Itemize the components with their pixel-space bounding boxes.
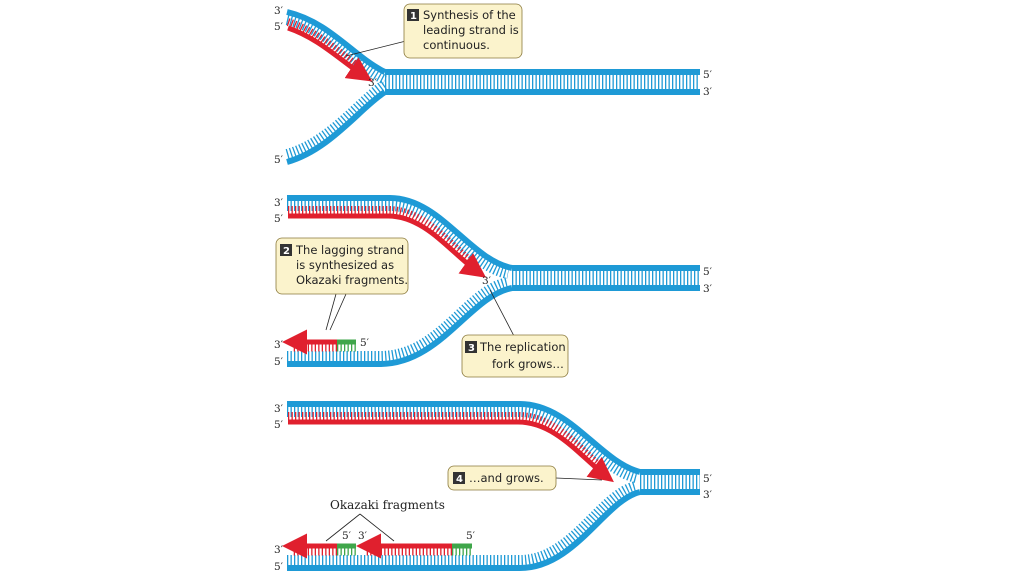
p3-label-fragment-3: 3′ xyxy=(358,530,368,542)
panel-3: 3′ 5′ 5′ 3′ 3′ 5′ 5′ 3′ 5′ Okazaki fragm… xyxy=(274,401,713,573)
lower-template-rungs xyxy=(287,481,638,565)
callout-1-number: 1 xyxy=(410,11,417,22)
p2-label-bottom-3: 3′ xyxy=(274,339,284,351)
p2-label-fork-3: 3′ xyxy=(482,275,492,287)
p1-label-top-3: 3′ xyxy=(274,5,284,17)
upper-template-rungs xyxy=(285,15,388,85)
callout-3-line-1: The replication xyxy=(479,340,566,354)
p1-label-right-5: 5′ xyxy=(703,69,713,81)
p1-label-right-3: 3′ xyxy=(703,86,713,98)
leading-strand-rungs xyxy=(288,206,477,268)
leading-strand xyxy=(288,213,487,278)
p2-label-top-3: 3′ xyxy=(274,197,284,209)
okazaki-pointer-1 xyxy=(325,513,361,542)
callout-1-line-1: Synthesis of the xyxy=(423,8,516,22)
upper-template-strand xyxy=(287,195,513,271)
leading-strand-rungs xyxy=(288,412,605,472)
callout-1-line-3: continuous. xyxy=(423,38,490,52)
p1-label-fork-3: 3′ xyxy=(368,77,378,89)
p2-label-primer-5: 5′ xyxy=(360,337,370,349)
leading-strand xyxy=(288,419,614,483)
callout-1: 1 Synthesis of the leading strand is con… xyxy=(345,3,523,59)
okazaki-fragments-label: Okazaki fragments xyxy=(330,498,445,512)
callout-1-badge xyxy=(407,9,419,21)
p3-label-right-5: 5′ xyxy=(703,473,713,485)
lower-template-strand xyxy=(286,89,387,165)
p1-label-bottom-5: 5′ xyxy=(274,154,284,166)
p3-label-bottom-5: 5′ xyxy=(274,561,284,573)
upper-template-strand xyxy=(287,401,641,475)
leading-strand xyxy=(287,25,373,82)
p2-label-right-5: 5′ xyxy=(703,266,713,278)
p3-label-fragment-5: 5′ xyxy=(342,530,352,542)
p3-label-right-3: 3′ xyxy=(703,489,713,501)
p3-label-bottom-3: 3′ xyxy=(274,544,284,556)
callout-4-number: 4 xyxy=(456,474,463,485)
callout-2-line-1: The lagging strand xyxy=(295,243,404,257)
lower-template-rungs xyxy=(285,79,388,159)
callout-4-badge xyxy=(453,472,465,484)
p3-label-fragment2-5: 5′ xyxy=(466,530,476,542)
leading-strand-rungs xyxy=(286,18,363,72)
callout-3-number: 3 xyxy=(468,343,475,354)
p2-label-top-5: 5′ xyxy=(274,213,284,225)
upper-template-strand xyxy=(286,9,387,75)
panel-2: 3′ 5′ 3′ 5′ 3′ 3′ 5′ 5′ 2 The lagging st… xyxy=(274,195,713,378)
callout-1-line-2: leading strand is xyxy=(423,23,519,37)
callout-4-line-1: …and grows. xyxy=(469,471,544,485)
callout-3: 3 The replication fork grows… xyxy=(461,289,569,378)
p1-label-top-5: 5′ xyxy=(274,21,284,33)
callout-2-line-2: is synthesized as xyxy=(296,258,394,272)
callout-2-line-3: Okazaki fragments. xyxy=(296,273,408,287)
callout-2: 2 The lagging strand is synthesized as O… xyxy=(275,237,409,331)
callout-2-number: 2 xyxy=(283,246,290,257)
p2-label-right-3: 3′ xyxy=(703,283,713,295)
p3-label-top-3: 3′ xyxy=(274,403,284,415)
lower-template-strand xyxy=(287,489,641,571)
p2-label-bottom-5: 5′ xyxy=(274,356,284,368)
callout-3-badge xyxy=(465,341,477,353)
upper-template-rungs xyxy=(287,201,510,279)
panel-1: 3′ 5′ 3′ 5′ 3′ 5′ 1 Synthesis of the lea… xyxy=(274,3,713,166)
callout-2-badge xyxy=(280,244,292,256)
lower-template-strand xyxy=(287,285,513,367)
callout-4: 4 …and grows. xyxy=(447,465,603,491)
okazaki-pointer-2 xyxy=(359,513,395,542)
p3-label-top-5: 5′ xyxy=(274,419,284,431)
callout-3-line-2: fork grows… xyxy=(492,357,564,371)
